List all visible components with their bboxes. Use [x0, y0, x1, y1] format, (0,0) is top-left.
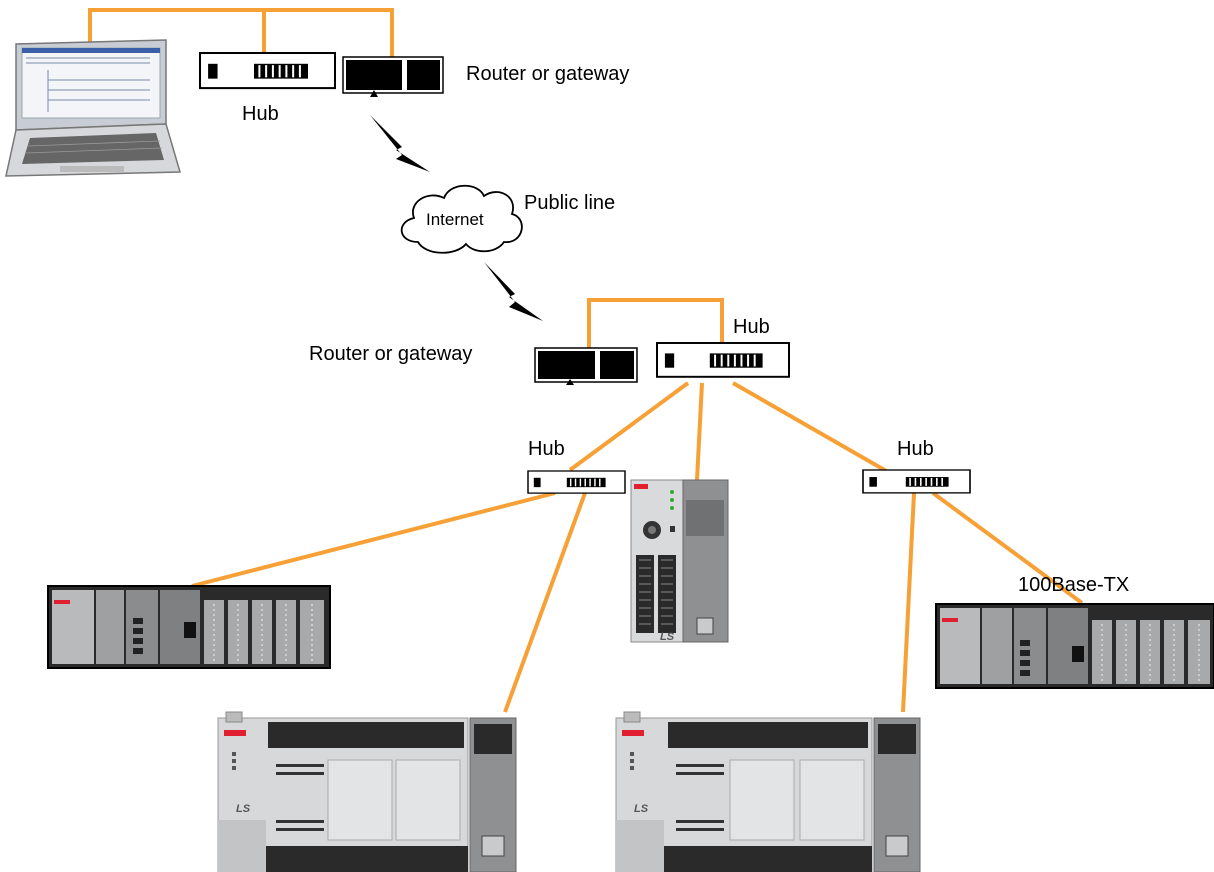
- cable-type-label: 100Base-TX: [1018, 574, 1130, 596]
- router-icon-top: [342, 56, 444, 97]
- cable-mid-bus: [587, 298, 724, 352]
- public-line-label: Public line: [524, 192, 616, 214]
- internet-label: Internet: [426, 210, 484, 229]
- cloud-icon: [400, 184, 523, 254]
- router-label-top: Router or gateway: [466, 63, 630, 85]
- plc-compact-center: [630, 479, 729, 643]
- hub-icon-top: [198, 51, 337, 90]
- router-label-mid: Router or gateway: [309, 343, 473, 365]
- hub-label-mid: Hub: [733, 316, 770, 338]
- cable-hubright-plc-bottom-right: [901, 492, 916, 713]
- cable-hubmid-hubright: [732, 381, 889, 474]
- plc-rack-right: [935, 603, 1214, 689]
- hub-icon-left: [527, 470, 626, 494]
- plc-logo-bottom-left: LS: [236, 803, 251, 815]
- lightning-icon-mid: [484, 262, 543, 321]
- plc-rack-left: [47, 585, 331, 669]
- plc-logo-center: LS: [660, 631, 675, 643]
- cable-hubright-rackright: [931, 491, 1084, 605]
- cable-hubmid-plc: [695, 382, 704, 481]
- cable-hubleft-plc-bottom-left: [503, 492, 587, 713]
- hub-icon-mid: [656, 342, 790, 378]
- hub-label-right: Hub: [897, 438, 934, 460]
- cable-top-bus: [88, 8, 394, 72]
- hub-label-left: Hub: [528, 438, 565, 460]
- laptop-icon: [5, 39, 181, 177]
- cable-hubleft-rackleft: [191, 491, 556, 588]
- router-icon-mid: [534, 347, 638, 385]
- hub-icon-right: [862, 469, 971, 494]
- plc-main-bottom-left: [217, 711, 517, 872]
- cables: [88, 8, 1084, 713]
- plc-logo-bottom-right: LS: [634, 803, 649, 815]
- cable-hubmid-hubleft: [568, 381, 690, 472]
- plc-main-bottom-right: [615, 711, 921, 872]
- hub-label-top: Hub: [242, 103, 279, 125]
- lightning-icon-top: [370, 115, 430, 172]
